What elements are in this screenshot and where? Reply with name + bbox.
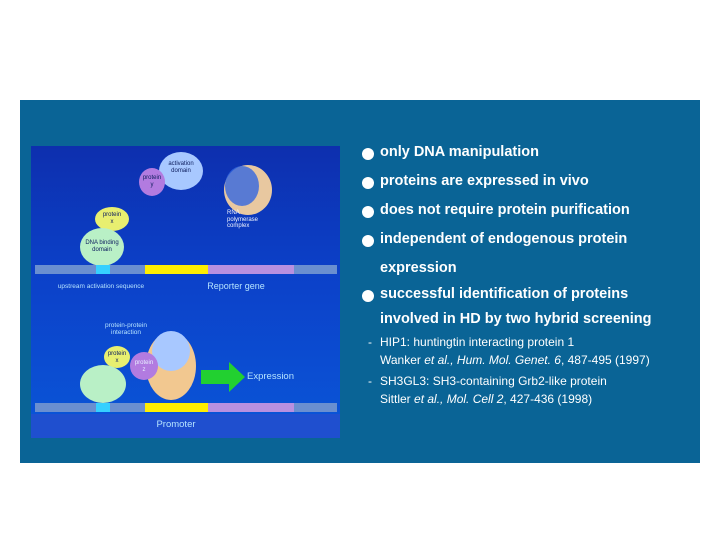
bullet-dot: [362, 206, 374, 218]
subitem-1-dash: -: [368, 335, 372, 349]
protein-z-shape: [130, 352, 158, 380]
uas-segment-top: [96, 265, 110, 274]
subitem-1-reference: Wanker et al., Hum. Mol. Genet. 6, 487-4…: [380, 353, 650, 367]
bullet-4-line-1: independent of endogenous protein: [380, 231, 628, 247]
expression-arrow: [201, 362, 245, 392]
two-hybrid-diagram: activation domain protein y protein x DN…: [31, 146, 340, 438]
protein-x-label-bottom: protein x: [107, 351, 127, 364]
protein-x-label-top: protein x: [102, 212, 122, 225]
promoter-bar: [31, 414, 340, 438]
dna-binding-domain-shape-bottom: [80, 365, 126, 403]
protein-z-label: protein z: [134, 360, 154, 373]
subitem-2-title: SH3GL3: SH3-containing Grb2-like protein: [380, 374, 607, 388]
protein-y-shape: [139, 168, 165, 196]
bullet-3: does not require protein purification: [380, 202, 630, 218]
subitem-2-dash: -: [368, 374, 372, 388]
protein-x-shape-top: [95, 207, 129, 231]
rna-polymerase-label: RNA polymerase complex: [227, 210, 259, 229]
bullet-dot: [362, 148, 374, 160]
ppi-label: protein-protein interaction: [105, 322, 147, 336]
bullet-4-line-2: expression: [380, 260, 457, 276]
gene-segment-top: [208, 265, 294, 274]
activation-domain-label: activation domain: [168, 161, 194, 174]
promoter-label: Promoter: [156, 419, 196, 430]
bullet-dot: [362, 290, 374, 302]
reporter-gene-label: Reporter gene: [207, 281, 265, 291]
dna-binding-domain-shape-top: [80, 228, 124, 266]
bullet-5-line-2: involved in HD by two hybrid screening: [380, 311, 652, 327]
subitem-2-reference: Sittler et al., Mol. Cell 2, 427-436 (19…: [380, 392, 593, 406]
activation-domain-shape-bottom: [152, 331, 190, 371]
bullet-dot: [362, 235, 374, 247]
bullet-dot: [362, 177, 374, 189]
protein-x-shape-bottom: [104, 346, 130, 368]
uas-segment-bottom: [96, 403, 110, 412]
dna-binding-domain-label: DNA binding domain: [85, 240, 119, 253]
rna-polymerase-dark-top: [225, 166, 259, 206]
bullet-5-line-1: successful identification of proteins: [380, 286, 629, 302]
bullet-2: proteins are expressed in vivo: [380, 173, 589, 189]
diagram-graphics: [31, 152, 340, 438]
promoter-segment-top: [145, 265, 208, 274]
expression-label: Expression: [247, 371, 294, 382]
promoter-segment-bottom: [145, 403, 208, 412]
uas-label: upstream activation sequence: [57, 283, 145, 290]
activation-domain-shape: [159, 152, 203, 190]
subitem-1-title: HIP1: huntingtin interacting protein 1: [380, 335, 575, 349]
gene-segment-bottom: [208, 403, 294, 412]
bullet-1: only DNA manipulation: [380, 144, 539, 160]
protein-y-label: protein y: [142, 175, 162, 188]
